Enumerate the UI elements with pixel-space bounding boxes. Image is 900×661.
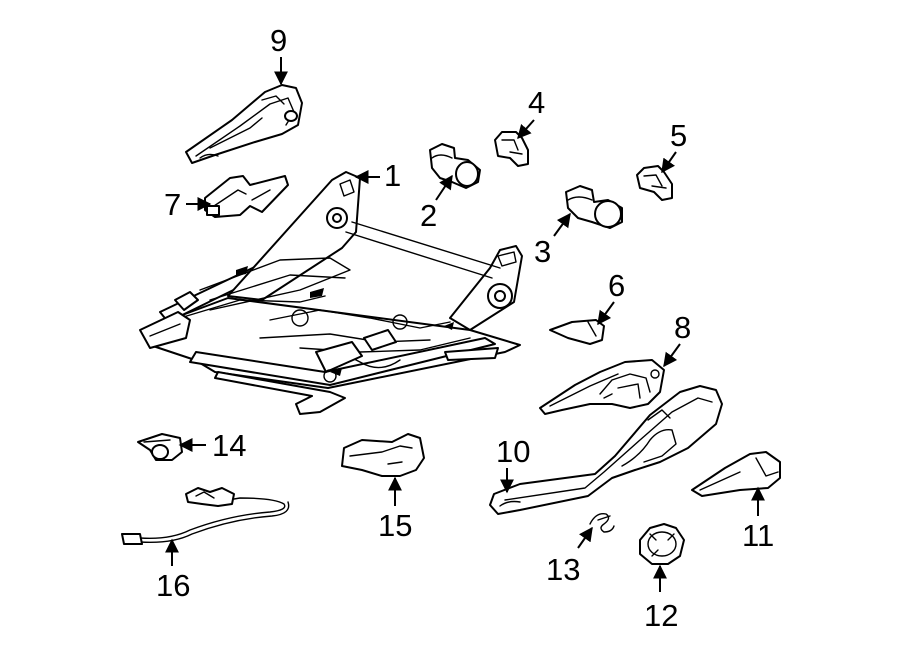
leader-lines: [165, 57, 765, 592]
part-6-cap-cover: [549, 319, 605, 345]
part-7-bracket-cover: [204, 175, 289, 218]
part-5-bracket: [636, 165, 673, 201]
leader-2: [435, 174, 453, 201]
callout-7: 7: [164, 187, 181, 222]
leader-13: [577, 526, 593, 549]
callout-12: 12: [644, 598, 678, 633]
leader-4: [517, 119, 535, 140]
callout-3: 3: [534, 234, 551, 269]
leader-6: [597, 301, 615, 326]
callout-9: 9: [270, 23, 287, 58]
leader-8: [663, 343, 681, 368]
leader-5: [661, 151, 677, 174]
callout-8: 8: [674, 310, 691, 345]
part-12-adjuster-knob: [639, 523, 685, 565]
callout-13: 13: [546, 552, 580, 587]
callout-5: 5: [670, 118, 687, 153]
part-3-clip-cover: [565, 185, 623, 229]
callout-4: 4: [528, 85, 545, 120]
part-10-outer-shield: [489, 385, 723, 515]
part-15-motor-cover: [341, 433, 425, 477]
callout-14: 14: [212, 428, 246, 463]
callout-labels: 1 2 3 4 5 6 7 8 9 10 11 12 13 14 15 16: [156, 23, 774, 633]
part-1-seat-frame-assembly: [139, 171, 523, 415]
part-2-clip-cover: [429, 143, 481, 189]
part-11-knob-cover: [691, 451, 781, 497]
callout-15: 15: [378, 508, 412, 543]
part-9-side-shield: [185, 84, 303, 164]
part-4-bracket: [494, 131, 529, 167]
leader-3: [553, 212, 571, 237]
callout-16: 16: [156, 568, 190, 603]
callout-11: 11: [742, 518, 774, 553]
callout-2: 2: [420, 198, 437, 233]
callout-6: 6: [608, 268, 625, 303]
part-14-clip-bracket: [137, 433, 183, 461]
part-16-wire-harness: [121, 487, 290, 545]
callout-10: 10: [496, 434, 530, 469]
part-13-spring-clip: [589, 513, 615, 533]
part-8-switch-assembly: [539, 359, 665, 415]
callout-1: 1: [384, 158, 401, 193]
